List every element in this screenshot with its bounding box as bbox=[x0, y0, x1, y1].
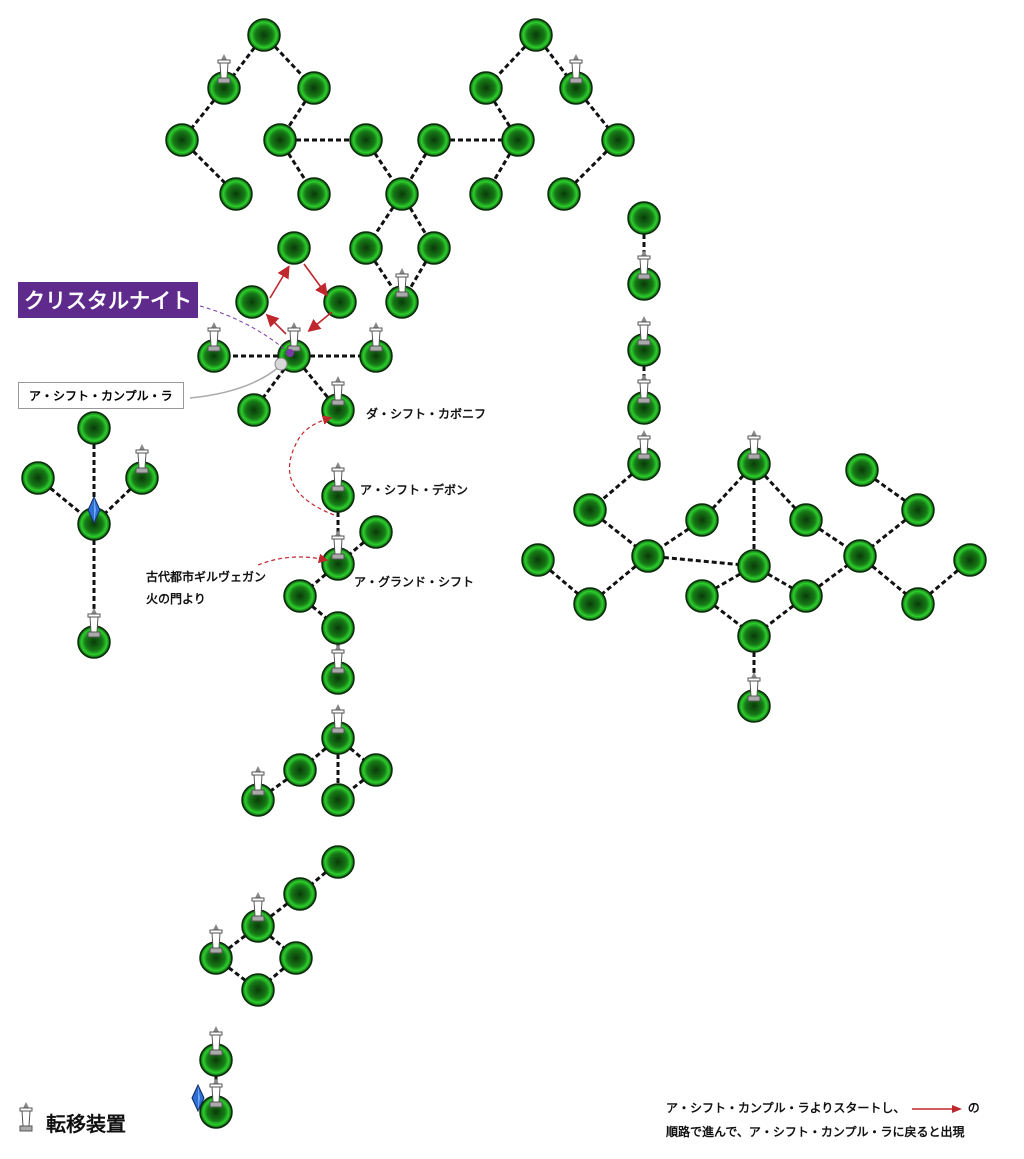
legend-teleporter-label: 転移装置 bbox=[46, 1112, 126, 1136]
room-node bbox=[573, 587, 607, 621]
boss-route-arrows bbox=[265, 263, 333, 335]
room-node bbox=[297, 71, 331, 105]
teleporter-icon bbox=[637, 373, 651, 404]
room-node bbox=[547, 177, 581, 211]
room-node bbox=[321, 845, 355, 879]
teleporter-icon bbox=[747, 429, 761, 460]
teleporter-icon bbox=[637, 315, 651, 346]
room-label-a-shift-debon: ア・シフト・デボン bbox=[360, 483, 469, 497]
room-node bbox=[283, 753, 317, 787]
room-node bbox=[789, 579, 823, 613]
room-node bbox=[165, 123, 199, 157]
room-node bbox=[247, 18, 281, 52]
teleporter-icon bbox=[135, 443, 149, 474]
room-node bbox=[789, 503, 823, 537]
boss-condition-note: ア・シフト・カンプル・ラよりスタートし、 の 順路で進んで、ア・シフト・カンプル… bbox=[666, 1096, 980, 1144]
room-node bbox=[321, 783, 355, 817]
room-node bbox=[737, 549, 771, 583]
room-node bbox=[263, 123, 297, 157]
room-node bbox=[359, 753, 393, 787]
note-line1-after: の bbox=[967, 1101, 980, 1115]
room-node bbox=[501, 123, 535, 157]
teleporter-icon bbox=[87, 607, 101, 638]
entrance-label-line2: 火の門より bbox=[146, 592, 206, 606]
route-links bbox=[257, 415, 335, 566]
room-label-a-grand-shift: ア・グランド・シフト bbox=[354, 575, 475, 589]
note-line1-before: ア・シフト・カンプル・ラよりスタートし、 bbox=[666, 1101, 906, 1115]
room-node bbox=[349, 123, 383, 157]
room-node bbox=[235, 285, 269, 319]
teleporter-icon bbox=[251, 765, 265, 796]
room-node bbox=[241, 973, 275, 1007]
room-node bbox=[277, 231, 311, 265]
room-node bbox=[359, 515, 393, 549]
teleporter-icon bbox=[207, 321, 221, 352]
room-node bbox=[297, 177, 331, 211]
corridor bbox=[647, 554, 755, 568]
legend-teleporter-icon bbox=[19, 1101, 33, 1132]
room-label-da-shift: ダ・シフト・カボニフ bbox=[366, 407, 487, 421]
room-node bbox=[279, 941, 313, 975]
teleporter-icon bbox=[569, 53, 583, 84]
boss-marker bbox=[286, 349, 294, 357]
teleporter-icon bbox=[369, 321, 383, 352]
teleporter-icon bbox=[331, 643, 345, 674]
note-line2: 順路で進んで、ア・シフト・カンプル・ラに戻ると出現 bbox=[666, 1125, 965, 1139]
route-arrow-icon bbox=[911, 1104, 962, 1113]
teleporter-icon bbox=[331, 703, 345, 734]
room-node bbox=[417, 123, 451, 157]
teleporter-icon bbox=[637, 429, 651, 460]
teleporter-icon bbox=[637, 249, 651, 280]
room-node bbox=[283, 579, 317, 613]
room-node bbox=[469, 71, 503, 105]
room-node bbox=[627, 201, 661, 235]
teleporter-icon bbox=[395, 267, 409, 298]
room-node bbox=[601, 123, 635, 157]
teleporter-icon bbox=[331, 461, 345, 492]
start-marker bbox=[274, 357, 288, 371]
room-node bbox=[219, 177, 253, 211]
room-node bbox=[901, 587, 935, 621]
teleporter-icon bbox=[209, 1025, 223, 1056]
boss-leader-line bbox=[199, 305, 289, 353]
teleporter-icon bbox=[747, 671, 761, 702]
room-node bbox=[685, 503, 719, 537]
teleporter-icon bbox=[251, 891, 265, 922]
room-node bbox=[845, 453, 879, 487]
teleporter-icon bbox=[331, 375, 345, 406]
room-node bbox=[349, 231, 383, 265]
crystal-knight-label: クリスタルナイト bbox=[18, 282, 198, 318]
teleporter-icon bbox=[217, 53, 231, 84]
teleporter-icon bbox=[209, 923, 223, 954]
room-node bbox=[843, 539, 877, 573]
teleporter-icon bbox=[209, 1077, 223, 1108]
entrance-label-line1: 古代都市ギルヴェガン bbox=[146, 570, 267, 584]
room-node bbox=[323, 285, 357, 319]
room-node bbox=[737, 619, 771, 653]
room-node bbox=[237, 393, 271, 427]
room-node bbox=[469, 177, 503, 211]
room-node bbox=[901, 493, 935, 527]
start-leader-line bbox=[189, 365, 281, 399]
room-node bbox=[521, 543, 555, 577]
start-room-label: ア・シフト・カンプル・ラ bbox=[18, 382, 184, 409]
room-node bbox=[573, 493, 607, 527]
room-node bbox=[953, 543, 987, 577]
room-node bbox=[385, 177, 419, 211]
room-node bbox=[685, 579, 719, 613]
room-node bbox=[21, 461, 55, 495]
room-node bbox=[519, 18, 553, 52]
room-node bbox=[77, 411, 111, 445]
teleporter-icon bbox=[331, 529, 345, 560]
room-node bbox=[631, 539, 665, 573]
room-node bbox=[283, 877, 317, 911]
room-node bbox=[321, 611, 355, 645]
room-node bbox=[417, 231, 451, 265]
teleporter-icon bbox=[287, 321, 301, 352]
room-nodes bbox=[21, 18, 987, 1129]
